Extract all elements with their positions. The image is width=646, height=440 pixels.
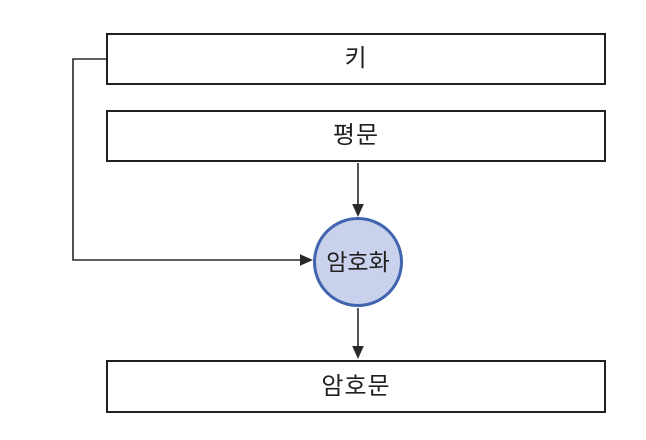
- node-key-box: 키: [106, 33, 606, 85]
- arrowhead-key-to-encrypt-icon: [300, 254, 313, 266]
- encrypt-circle-label: 암호화: [326, 248, 390, 275]
- key-box-label: 키: [344, 45, 368, 72]
- node-encrypt-circle: 암호화: [313, 217, 403, 307]
- plaintext-box-label: 평문: [332, 122, 380, 149]
- node-plaintext-box: 평문: [106, 110, 606, 162]
- ciphertext-box-label: 암호문: [321, 372, 391, 400]
- node-ciphertext-box: 암호문: [106, 360, 606, 413]
- arrowhead-encrypt-to-ciphertext-icon: [352, 346, 364, 359]
- arrowhead-plaintext-to-encrypt-icon: [352, 204, 364, 217]
